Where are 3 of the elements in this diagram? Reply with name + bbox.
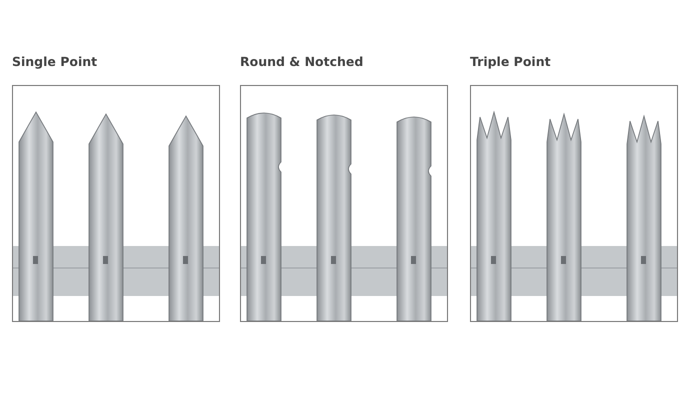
panel-title: Triple Point: [470, 54, 552, 69]
panel-title: Single Point: [12, 54, 98, 69]
panel-title: Round & Notched: [240, 54, 364, 69]
